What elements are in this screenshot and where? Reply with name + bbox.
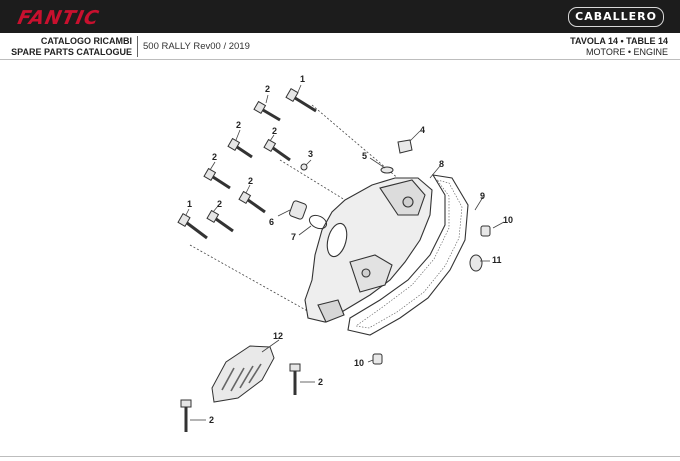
bolt-b [227,137,253,159]
case-guard [211,345,275,403]
callout-2: 2 [236,120,242,130]
callout-2: 2 [212,152,218,162]
oil-seal [469,254,483,272]
callout-10: 10 [354,358,365,368]
edition-label: 500 RALLY Rev00 / 2019 [143,41,250,52]
callout-2: 2 [265,84,271,94]
callout-9: 9 [480,191,486,201]
top-bar: FANTIC CABALLERO [0,0,680,33]
plug-part [289,200,307,220]
callout-12: 12 [273,331,284,341]
table-subtitle: MOTORE • ENGINE [586,47,668,57]
seal-ring [308,214,328,230]
o-ring-part [380,166,394,174]
callout-10: 10 [503,215,514,225]
callout-2: 2 [248,176,254,186]
dowel-lower [372,353,383,365]
callout-7: 7 [291,232,297,242]
cover-gasket-inner [355,179,463,329]
clutch-cover [304,177,433,323]
bolt-d [203,167,231,190]
cover-bolts [177,87,317,432]
bolt-guard-a [289,363,301,395]
table-reference: TAVOLA 14 • TABLE 14 MOTORE • ENGINE [570,36,668,58]
exploded-diagram: 1 2 2 2 2 3 4 5 8 2 9 1 2 10 6 7 11 12 1… [0,60,680,455]
header-divider [137,36,138,57]
callout-5: 5 [362,151,368,161]
fantic-logo: FANTIC [15,7,102,29]
bolt-guard-b [180,399,192,432]
cover-gasket [347,174,469,336]
catalog-title-it: CATALOGO RICAMBI [40,36,132,46]
caballero-badge: CABALLERO [568,7,664,27]
callout-2: 2 [209,415,215,425]
callout-1: 1 [300,74,306,84]
bolt-c [263,138,291,162]
callout-1: 1 [187,199,193,209]
oil-plug [397,139,413,154]
bolt-a [253,100,281,122]
bolt-long-top [285,87,317,113]
dowel-upper [480,225,491,237]
bolt-e [238,190,266,214]
washer-part [300,163,308,171]
footer-rule [0,456,680,457]
callout-11: 11 [492,255,502,265]
table-title: TAVOLA 14 • TABLE 14 [570,36,668,46]
callout-8: 8 [439,159,445,169]
catalog-header: CATALOGO RICAMBI SPARE PARTS CATALOGUE 5… [0,33,680,60]
callout-2: 2 [272,126,278,136]
callout-3: 3 [308,149,314,159]
callout-2: 2 [217,199,223,209]
diagram-drawing [177,84,505,432]
leader-lines [185,84,505,421]
callout-2: 2 [318,377,324,387]
bolt-f [206,209,234,233]
callout-4: 4 [420,125,426,135]
catalog-title-en: SPARE PARTS CATALOGUE [11,47,132,57]
bolt-long-left [177,212,208,240]
catalog-title: CATALOGO RICAMBI SPARE PARTS CATALOGUE [11,36,132,58]
callout-6: 6 [269,217,275,227]
